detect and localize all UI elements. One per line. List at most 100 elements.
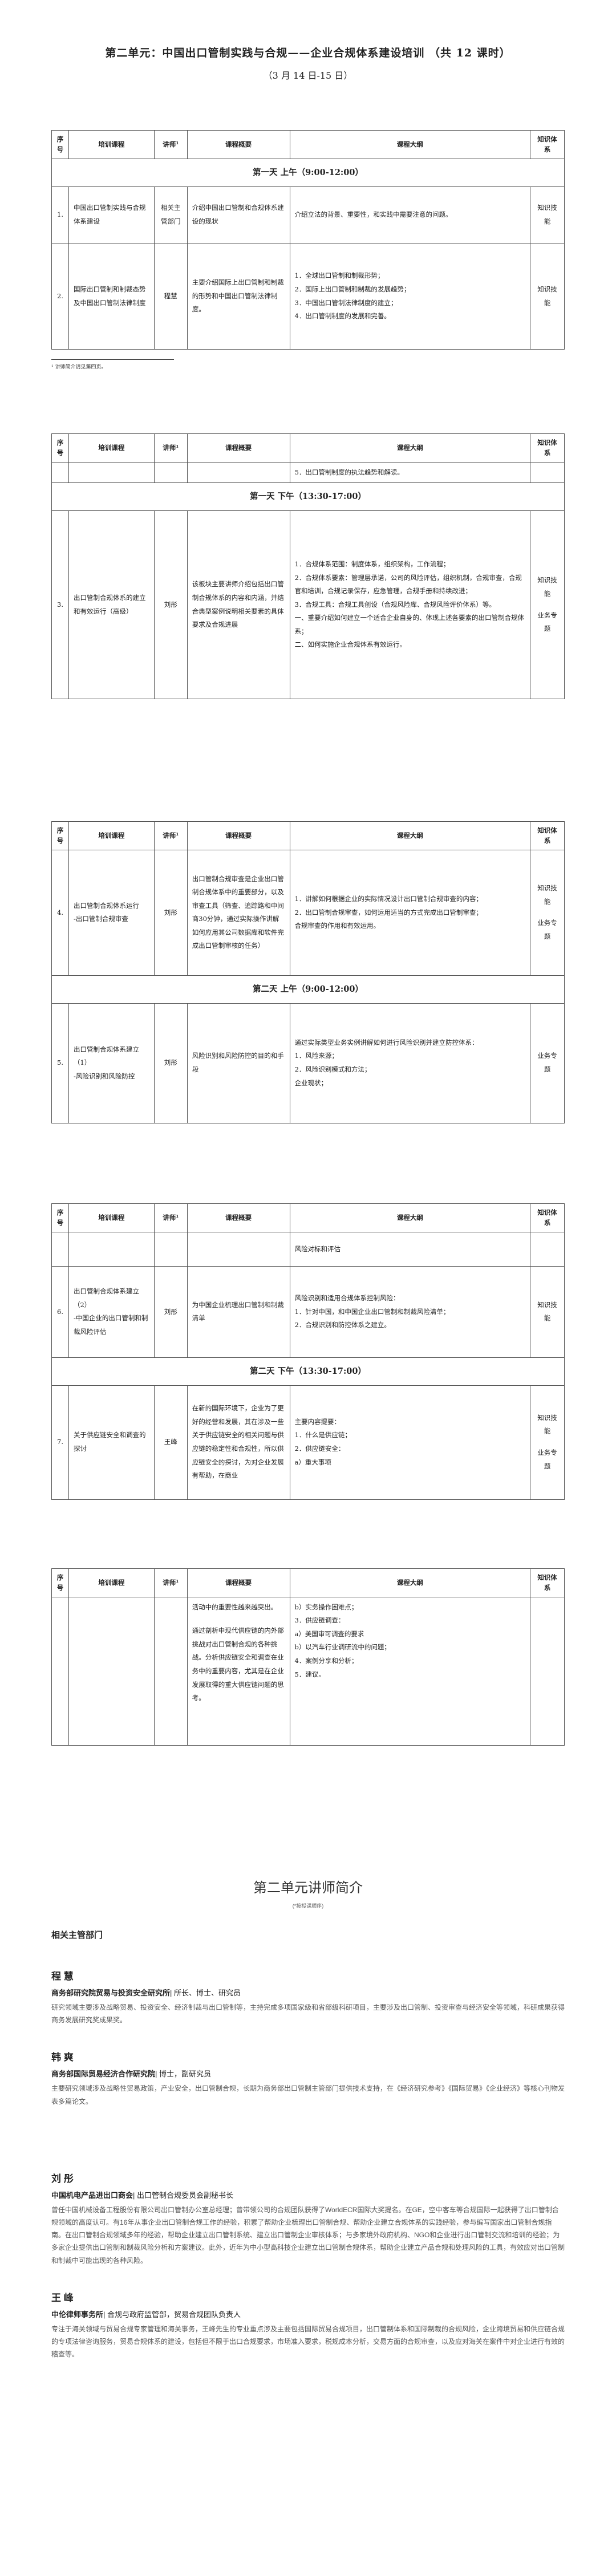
col-overview: 课程概要 xyxy=(187,1568,290,1597)
row-topic: 出口管制合规体系建立（1）-风险识别和风险防控 xyxy=(68,1003,155,1123)
row-overview: 主要介绍国际上出口管制和制裁的形势和中国出口管制法律制度。 xyxy=(187,243,290,350)
topic-line: 出口管制合规体系运行 xyxy=(73,901,139,910)
outline-item: 4．出口管制制度的发展和完善。 xyxy=(294,312,391,321)
outline-item: 1．合规体系范围：制度体系，组织架构，工作流程； xyxy=(294,560,450,569)
outline-item: 风险识别和适用合规体系控制风险： xyxy=(294,1293,400,1302)
lecturer-bios: 第二单元讲师简介 (*按授课顺序) 相关主管部门 程 慧 商务部研究院贸易与投资… xyxy=(51,1876,565,2360)
col-no: 序号 xyxy=(51,1203,69,1232)
outline-item: 主要内容提要： xyxy=(294,1417,341,1426)
row-outline: 介绍立法的背景、重要性，和实践中需要注意的问题。 xyxy=(289,186,531,244)
row-outline: 1．合规体系范围：制度体系，组织架构，工作流程； 2．合规体系要素：管理层承诺，公… xyxy=(289,510,531,700)
section-day1-am: 第一天 上午（9:00-12:00） xyxy=(51,158,565,187)
outline-item: a）美国审可调查的要求 xyxy=(294,1629,364,1638)
outline-item: 5．出口管制制度的执法趋势和解读。 xyxy=(289,461,531,484)
outline-item: 2．合规体系要素：管理层承诺，公司的风险评估，组织机制，合规审查，合规官和培训，… xyxy=(294,573,522,595)
lecturer-role: | 所长、博士、研究员 xyxy=(170,1989,241,1997)
outline-item: 2．国际上出口管制和制裁的发展趋势； xyxy=(294,285,411,293)
section-day1-pm: 第一天 下午（13:30-17:00） xyxy=(51,482,565,512)
row-outline: 1．全球出口管制和制裁形势；2．国际上出口管制和制裁的发展趋势；3．中国出口管制… xyxy=(289,243,531,350)
col-topic: 培训课程 xyxy=(68,433,155,463)
row-overview: 为中国企业梳理出口管制和制裁清单 xyxy=(187,1265,290,1358)
col-outline: 课程大纲 xyxy=(289,1568,531,1597)
lecturer-card: 刘 彤 中国机电产品进出口商会| 出口管制合规委员会副秘书长 曾任中国机械设备工… xyxy=(51,2171,565,2267)
topic-line: 出口管制合规体系建立（1） xyxy=(73,1045,139,1067)
topic-line: -出口管制合规审查 xyxy=(73,915,128,923)
row-overview: 在新的国际环境下，企业为了更好的经营和发展，其在涉及一些关于供应链安全的相关问题… xyxy=(187,1385,290,1500)
row-overview: 活动中的重要性越来越突出。通过剖析中现代供应链的内外部挑战对出口管制合规的各种挑… xyxy=(187,1596,290,1746)
table-row: 风险对标和评估 xyxy=(51,1231,565,1267)
footnote-rule xyxy=(51,359,174,360)
col-outline: 课程大纲 xyxy=(289,433,531,463)
outline-item: 2．出口管制合规审查，如何运用适当的方式完成出口管制审查； xyxy=(294,908,483,916)
lecturer-name: 刘 彤 xyxy=(51,2173,74,2184)
row-type: 知识技能业务专题 xyxy=(530,1385,565,1500)
row-outline: 通过实际类型业务实例讲解如何进行风险识别并建立防控体系：1．风险来源；2．风险识… xyxy=(289,1003,531,1123)
table-row: 5. 出口管制合规体系建立（1）-风险识别和风险防控 刘彤 风险识别和风险防控的… xyxy=(51,1003,565,1123)
col-type: 知识体系 xyxy=(530,433,565,463)
col-outline: 课程大纲 xyxy=(289,130,531,159)
row-topic: 关于供应链安全和调查的探讨 xyxy=(68,1385,155,1500)
col-topic: 培训课程 xyxy=(68,1568,155,1597)
lecturer-card: 王 峰 中伦律师事务所| 合规与政府监管部，贸易合规团队负责人 专注于海关领域与… xyxy=(51,2290,565,2361)
col-overview: 课程概要 xyxy=(187,130,290,159)
bios-heading: 第二单元讲师简介 xyxy=(253,1880,363,1896)
col-no: 序号 xyxy=(51,433,69,463)
row-topic: 出口管制合规体系运行 -出口管制合规审查 xyxy=(68,849,155,976)
row-topic: 国际出口管制和制裁态势及中国出口管制法律制度 xyxy=(68,243,155,350)
type-label: 业务专题 xyxy=(537,919,557,940)
row-overview: 该板块主要讲师介绍包括出口管制合规体系的内容和内涵，并结合典型案例说明相关要素的… xyxy=(187,510,290,700)
row-no: 5. xyxy=(51,1003,69,1123)
row-outline: 主要内容提要：1．什么是供应链；2．供应链安全：a）重大事项 xyxy=(289,1385,531,1500)
row-outline: 风险识别和适用合规体系控制风险：1．针对中国，和中国企业出口管制和制裁风险清单；… xyxy=(289,1265,531,1358)
outline-item: 合规审查的作用和有效运用。 xyxy=(294,922,380,930)
row-type: 知识技能 xyxy=(530,186,565,244)
outline-item: b）以汽车行业调研流中的问题； xyxy=(294,1643,391,1652)
lecturer-card: 程 慧 商务部研究院贸易与投资安全研究所| 所长、博士、研究员 研究领域主要涉及… xyxy=(51,1968,565,2026)
unit-header: 第二单元：中国出口管制实践与合规——企业合规体系建设培训 （共 12 课时） （… xyxy=(0,44,616,82)
outline-item: 一、重要介绍如何建立一个适合企业自身的、体现上述各要素的出口管制合规体系； xyxy=(294,614,525,635)
row-topic: 中国出口管制实践与合规体系建设 xyxy=(68,186,155,244)
outline-item: 3．合规工具：合规工具创设（合规风险库、合规风险评价体系）等。 xyxy=(294,600,496,608)
lecturer-affiliation: 中伦律师事务所| 合规与政府监管部，贸易合规团队负责人 xyxy=(51,2309,565,2319)
table-row: 7. 关于供应链安全和调查的探讨 王峰 在新的国际环境下，企业为了更好的经营和发… xyxy=(51,1385,565,1500)
table-row: 活动中的重要性越来越突出。通过剖析中现代供应链的内外部挑战对出口管制合规的各种挑… xyxy=(51,1596,565,1746)
type-label: 业务专题 xyxy=(537,611,557,633)
row-no: 1. xyxy=(51,186,69,244)
row-overview: 出口管制合规审查是企业出口管制合规体系中的重要部分，以及审查工具（筛查、追踪路和… xyxy=(187,849,290,976)
col-overview: 课程概要 xyxy=(187,1203,290,1232)
outline-item: 风险对标和评估 xyxy=(289,1231,531,1267)
type-label: 知识技能 xyxy=(537,576,557,598)
col-overview: 课程概要 xyxy=(187,433,290,463)
lecturer-name: 韩 爽 xyxy=(51,2052,74,2063)
outline-item: 2．供应链安全： xyxy=(294,1445,345,1453)
bios-note: (*按授课顺序) xyxy=(292,1903,324,1909)
overview-line: 通过剖析中现代供应链的内外部挑战对出口管制合规的各种挑战。分析供应链安全和调查在… xyxy=(192,1626,284,1702)
outline-item: 3．供应链调查： xyxy=(294,1616,345,1625)
col-lecturer: 讲师¹ xyxy=(153,1568,188,1597)
outline-item: 二、如何实施企业合规体系有效运行。 xyxy=(294,640,407,649)
section-day2-am: 第二天 上午（9:00-12:00） xyxy=(51,975,565,1004)
lecturer-org: 中国机电产品进出口商会 xyxy=(51,2190,133,2200)
row-type: 知识技能业务专题 xyxy=(530,849,565,976)
outline-item: 3．中国出口管制法律制度的建立； xyxy=(294,298,398,307)
table-row: 3. 出口管制合规体系的建立和有效运行（高级） 刘彤 该板块主要讲师介绍包括出口… xyxy=(51,510,565,700)
type-label: 知识技能 xyxy=(537,884,557,906)
topic-line: 出口管制合规体系建立（2） xyxy=(73,1287,139,1309)
row-type: 知识技能业务专题 xyxy=(530,510,565,700)
row-type: 业务专题 xyxy=(530,1003,565,1123)
table-row: 5．出口管制制度的执法趋势和解读。 xyxy=(51,461,565,484)
col-type: 知识体系 xyxy=(530,821,565,850)
row-lecturer: 刘彤 xyxy=(153,849,188,976)
outline-item: 1．风险来源； xyxy=(294,1052,338,1060)
lecturer-org: 中伦律师事务所 xyxy=(51,2310,104,2319)
footnote: ¹ 讲师简介请见第四页。 xyxy=(51,364,107,370)
row-type: 知识技能 xyxy=(530,243,565,350)
lecturer-name: 程 慧 xyxy=(51,1971,74,1982)
lecturer-name: 王 峰 xyxy=(51,2292,74,2303)
bios-category: 相关主管部门 xyxy=(51,1930,103,1940)
col-topic: 培训课程 xyxy=(68,821,155,850)
